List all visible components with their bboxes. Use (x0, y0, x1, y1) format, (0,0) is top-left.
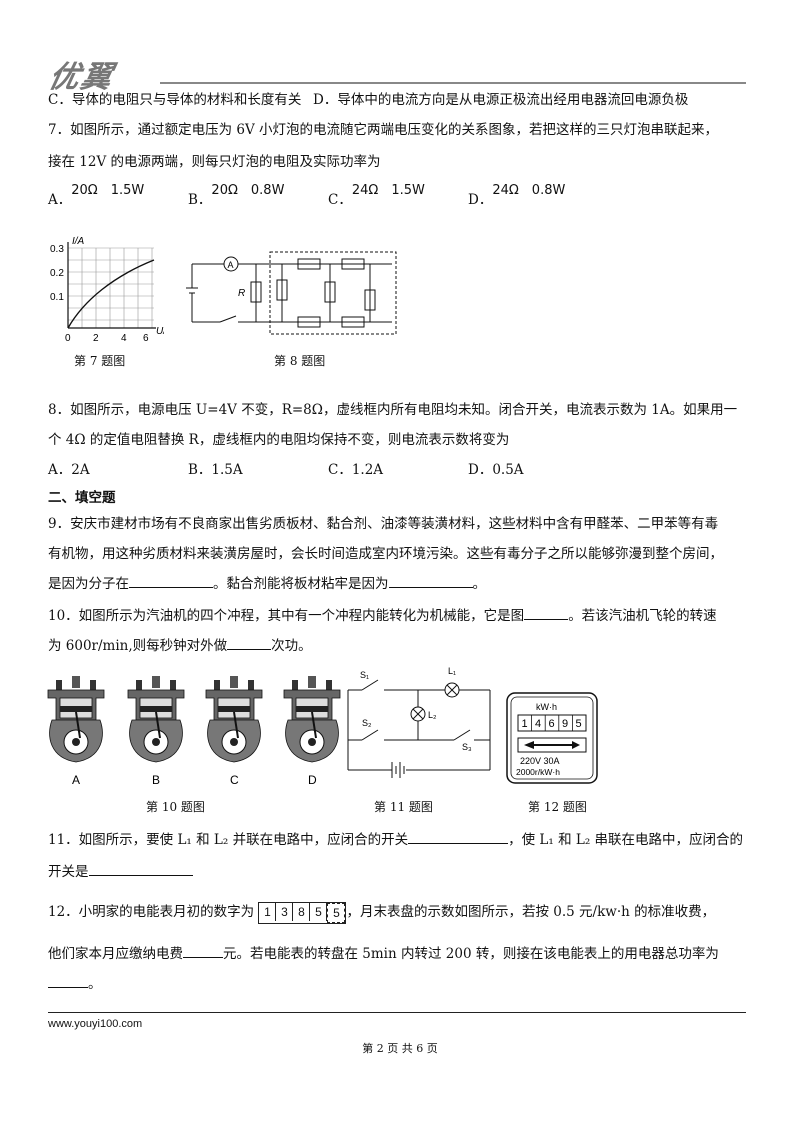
fig11-l2: L₂ (428, 710, 437, 720)
fig8-caption: 第 8 题图 (274, 354, 326, 368)
q11-line1: 11．如图所示，要使 L₁ 和 L₂ 并联在电路中，应闭合的开关，使 L₁ 和 … (48, 828, 743, 848)
q12-blank-2[interactable] (48, 973, 88, 988)
q9-blank-2[interactable] (388, 573, 473, 588)
fig11-s2: S₂ (362, 718, 372, 728)
header-rule (160, 82, 746, 84)
section-title: 二、填空题 (48, 490, 116, 506)
fig11-l1: L₁ (448, 666, 456, 676)
fig12-meter: kW·h 1 4 6 9 5 220V 30A 2000r/kW·h (506, 692, 598, 784)
footer-rule (48, 1012, 746, 1013)
fig7-xtick: 6 (143, 333, 149, 344)
fig7-ytick: 0.1 (50, 292, 64, 303)
q6-option-d: D．导体中的电流方向是从电源正极流出经用电器流回电源负极 (313, 92, 689, 108)
q7-option-d: D．24Ω 0.8W (468, 183, 566, 208)
fig12-digit: 6 (549, 718, 555, 730)
q7-option-a: A．20Ω 1.5W (48, 183, 145, 208)
fig7-caption: 第 7 题图 (74, 354, 126, 368)
engine-c (205, 675, 263, 763)
q10-line1: 10．如图所示为汽油机的四个冲程，其中有一个冲程内能转化为机械能，它是图。若该汽… (48, 604, 717, 624)
fig7-ytick: 0.2 (50, 268, 64, 279)
q7-line1: 7．如图所示，通过额定电压为 6V 小灯泡的电流随它两端电压变化的关系图象，若把… (48, 122, 719, 138)
fig12-rev: 2000r/kW·h (516, 767, 560, 777)
q8-option-d: D．0.5A (468, 462, 524, 478)
q11-blank-1[interactable] (408, 829, 509, 844)
fig10-label-d: D (308, 773, 317, 787)
engine-a (47, 675, 105, 763)
q10-blank-1[interactable] (524, 605, 569, 620)
fig7-xtick: 0 (65, 333, 71, 344)
fig8-circuit: A R (186, 251, 397, 335)
fig7-ylabel: I/A (72, 236, 85, 247)
q7-line2: 接在 12V 的电源两端，则每只灯泡的电阻及实际功率为 (48, 154, 381, 170)
fig7-xtick: 4 (121, 333, 127, 344)
page-number: 第 2 页 共 6 页 (362, 1042, 438, 1055)
q8-option-a: A．2A (48, 462, 90, 478)
fig10-caption: 第 10 题图 (146, 800, 205, 814)
q9-line3: 是因为分子在。黏合剂能将板材粘牢是因为。 (48, 572, 486, 592)
fig8-resistor-label: R (238, 288, 245, 299)
fig12-unit: kW·h (536, 702, 557, 712)
fig10-label-c: C (230, 773, 239, 787)
q12-blank-1[interactable] (183, 943, 223, 958)
q7-option-b: B．20Ω 0.8W (188, 183, 285, 208)
fig10-label-b: B (152, 773, 160, 787)
fig12-digit: 5 (576, 718, 582, 730)
q12-line2: 他们家本月应缴纳电费元。若电能表的转盘在 5min 内转过 200 转，则接在该… (48, 942, 719, 962)
fig8-dashed-box (269, 251, 397, 335)
fig7-xlabel: U/V (156, 326, 164, 337)
fig7-graph: I/A 0.3 0.2 0.1 0 2 4 6 U/V (50, 236, 164, 344)
fig11-circuit: S₁ L₁ L₂ S₂ S₃ (347, 666, 491, 778)
fig12-digit: 9 (562, 718, 568, 730)
fig7-xtick: 2 (93, 333, 99, 344)
q8-option-c: C．1.2A (328, 462, 384, 478)
engine-d (283, 675, 341, 763)
q9-line1: 9．安庆市建材市场有不良商家出售劣质板材、黏合剂、油漆等装潢材料，这些材料中含有… (48, 516, 719, 532)
fig11-s1: S₁ (360, 670, 369, 680)
q6-option-c: C．导体的电阻只与导体的材料和长度有关 (48, 92, 302, 108)
q8-line2: 个 4Ω 的定值电阻替换 R，虚线框内的电阻均保持不变，则电流表示数将变为 (48, 432, 510, 448)
q11-blank-2[interactable] (88, 861, 193, 876)
fig11-s3: S₃ (462, 742, 472, 752)
fig11-caption: 第 11 题图 (374, 800, 433, 814)
q9-line2: 有机物，用这种劣质材料来装潢房屋时，会长时间造成室内环境污染。这些有毒分子之所以… (48, 546, 723, 562)
q10-blank-2[interactable] (227, 635, 272, 650)
q8-option-b: B．1.5A (188, 462, 243, 478)
fig8-ammeter-label: A (228, 260, 234, 270)
fig10-engines: A B C D (47, 675, 341, 787)
fig12-digit: 1 (522, 718, 528, 730)
fig12-disc-icon (524, 741, 580, 749)
q9-blank-1[interactable] (129, 573, 213, 588)
fig12-digit: 4 (535, 718, 541, 730)
fig7-curve (67, 259, 155, 329)
fig12-caption: 第 12 题图 (528, 800, 587, 814)
q10-line2: 为 600r/min,则每秒钟对外做次功。 (48, 634, 312, 654)
fig7-ytick: 0.3 (50, 244, 64, 255)
q8-line1: 8．如图所示，电源电压 U=4V 不变，R=8Ω，虚线框内所有电阻均未知。闭合开… (48, 402, 738, 418)
engine-b (127, 675, 185, 763)
q11-line2: 开关是 (48, 860, 193, 880)
fig7-grid (68, 247, 154, 328)
q12-line3: 。 (48, 972, 102, 992)
footer-url: www.youyi100.com (48, 1018, 143, 1030)
fig12-rating: 220V 30A (520, 756, 560, 766)
lamp-l2-icon (410, 706, 426, 722)
fig8-ammeter (223, 256, 239, 272)
fig10-label-a: A (72, 773, 80, 787)
q7-option-c: C．24Ω 1.5W (328, 183, 425, 208)
lamp-l1-icon (444, 682, 460, 698)
